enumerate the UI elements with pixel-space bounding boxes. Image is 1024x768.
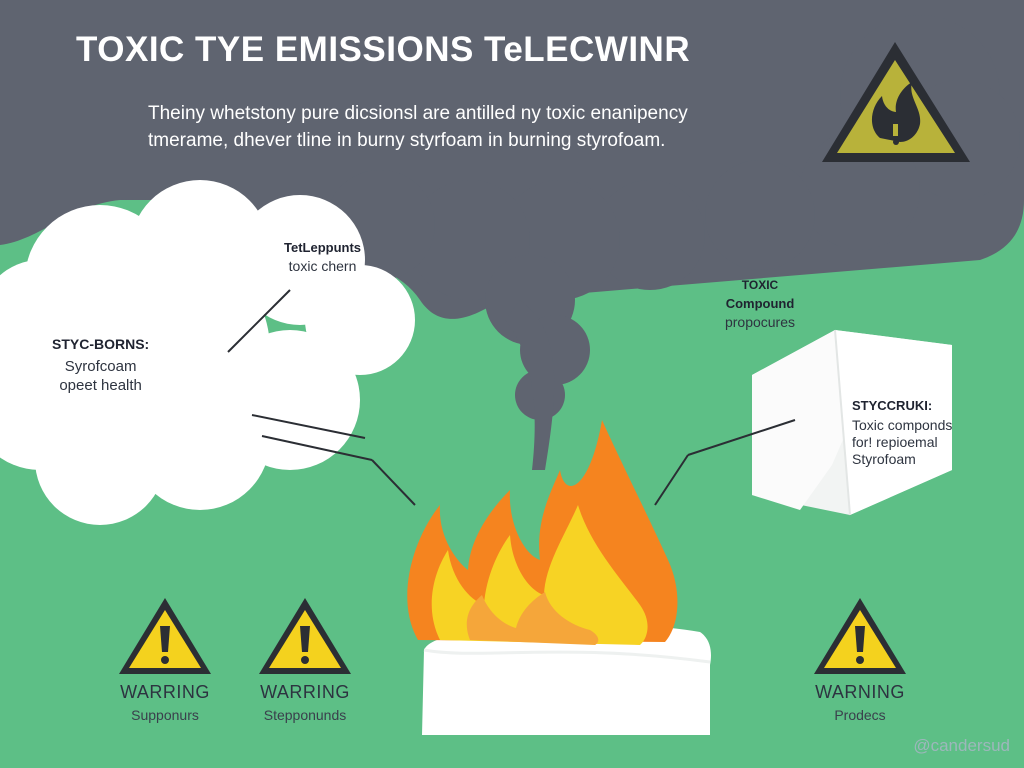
callout-top-center: TetLeppunts toxic chern [284,240,361,274]
warning-label-3-sub: Prodecs [834,707,886,723]
exclamation-warning-icon [119,598,906,674]
callout-right-cube: STYCCRUKI: Toxic componds for! repioemal… [852,398,952,467]
callout-right-cube-line-1: Toxic componds [852,417,953,433]
callout-right-top-line-1: TOXIC [741,278,779,292]
callout-left-line-1: Syrofcoam [64,358,137,375]
flame-icon [407,420,678,645]
subtitle-line-1: Theiny whetstony pure dicsionsl are anti… [148,103,688,124]
subtitle-line-2: tmerame, dhever tline in burny styrfoam … [148,130,666,151]
styrofoam-cube [752,329,952,516]
callout-top-center-line-1: TetLeppunts [284,240,362,255]
fire-hazard-icon [822,42,970,162]
warning-label-1-sub: Supponurs [131,707,199,723]
callout-right-top-line-3: propocures [724,314,796,330]
page-title: TOXIC TYE EMISSIONS TeLECWINR [76,30,691,69]
callout-right-top: TOXIC Compound propocures [720,278,800,330]
white-cloud [0,180,415,525]
callout-top-center-line-2: toxic chern [288,258,357,274]
warning-label-3: WARNING Prodecs [780,682,940,723]
warning-label-2: WARRING Stepponunds [225,682,385,723]
warning-label-2-sub: Stepponunds [263,707,347,723]
callout-left-heading: STYC-BORNS: [52,336,150,352]
callout-left-line-2: opeet health [59,377,142,394]
subtitle: Theiny whetstony pure dicsionsl are anti… [148,100,688,154]
warning-label-2-title: WARRING [260,682,350,702]
warning-label-1: WARRING Supponurs [85,682,245,723]
callout-left: STYC-BORNS: Syrofcoam opeet health [52,336,149,394]
callout-leader-lines [227,289,796,506]
callout-right-cube-line-3: Styrofoam [852,451,916,467]
warning-label-1-title: WARRING [120,682,210,702]
styrofoam-block-icon [422,624,711,735]
callout-right-cube-heading: STYCCRUKI: [852,398,933,413]
callout-right-cube-line-2: for! repioemal [852,434,938,450]
watermark: @candersud [913,736,1010,755]
smoke-cloud [0,0,1024,470]
callout-right-top-line-2: Compound [725,296,795,311]
warning-label-3-title: WARNING [815,682,905,702]
